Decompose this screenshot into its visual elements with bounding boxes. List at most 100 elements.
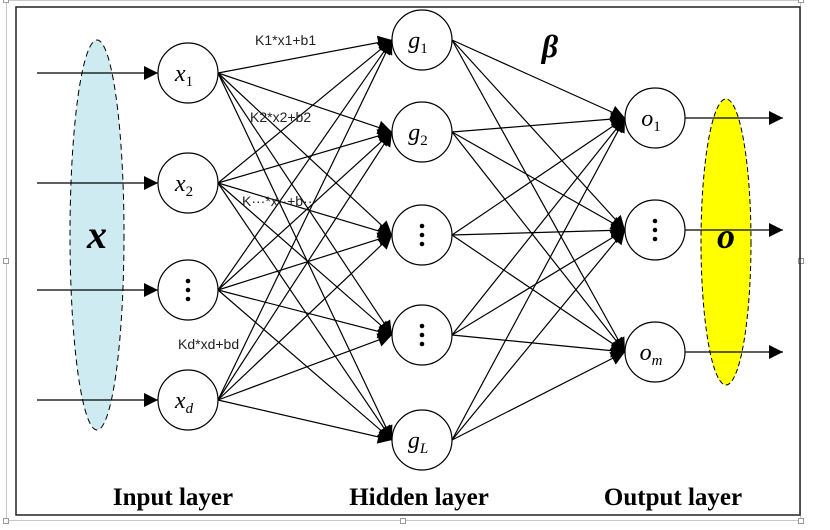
output-node-1-label: o1 bbox=[641, 106, 661, 135]
nodes: x1 x2 xd g1 g2 gL o1 om bbox=[157, 9, 686, 471]
edge-input2-hidden1 bbox=[217, 39, 393, 184]
hidden-node-2-label: g2 bbox=[408, 120, 428, 149]
edge-input3-hidden1 bbox=[217, 39, 393, 291]
output-node-2-ellipsis-dot bbox=[652, 236, 658, 242]
edge-input4-hidden2 bbox=[217, 131, 393, 401]
output-node-2-ellipsis-dot bbox=[652, 227, 658, 233]
hidden-node-4-ellipsis-dot bbox=[419, 332, 425, 338]
input-node-3-ellipsis-dot bbox=[185, 287, 191, 293]
edge-input3-hidden4 bbox=[217, 289, 393, 339]
edge-hidden3-output2 bbox=[451, 223, 626, 238]
weight-label-4: Kd*xd+bd bbox=[178, 336, 239, 352]
beta-label: β bbox=[541, 28, 559, 64]
hidden-node-3-ellipsis-dot bbox=[419, 232, 425, 238]
hidden-node-3 bbox=[391, 204, 453, 266]
resize-handle-bottom-right[interactable] bbox=[798, 518, 804, 524]
input-node-3 bbox=[157, 259, 219, 321]
edge-input2-hidden4 bbox=[217, 182, 393, 336]
edge-input3-hidden2 bbox=[217, 131, 393, 291]
resize-handle-top-left[interactable] bbox=[3, 0, 9, 3]
output-node-3-circle bbox=[624, 321, 686, 383]
input-node-1-label: x1 bbox=[174, 61, 193, 90]
input-vector-label: x bbox=[86, 212, 107, 257]
edge-hidden3-output1 bbox=[451, 117, 626, 236]
edge-input4-hidden3 bbox=[217, 234, 393, 401]
edge-input1-hidden3 bbox=[217, 72, 393, 236]
edge-input4-hidden1 bbox=[217, 39, 393, 401]
input-node-2-label: x2 bbox=[174, 171, 193, 200]
output-node-2 bbox=[624, 199, 686, 261]
edge-input2-hidden5 bbox=[217, 182, 393, 441]
edge-hidden4-output2 bbox=[451, 229, 626, 336]
input-node-3-ellipsis-dot bbox=[185, 278, 191, 284]
hidden-node-1-label: g1 bbox=[408, 28, 428, 57]
hidden-layer-label: Hidden layer bbox=[349, 484, 489, 511]
hidden-node-1: g1 bbox=[391, 9, 453, 71]
edge-hidden5-output1 bbox=[451, 117, 626, 441]
diagram-border bbox=[15, 6, 801, 516]
resize-handle-bottom-left[interactable] bbox=[3, 518, 9, 524]
input-layer-label: Input layer bbox=[113, 484, 233, 511]
hidden-node-2-circle bbox=[391, 101, 453, 163]
edge-hidden2-output1 bbox=[451, 112, 626, 133]
edge-input2-hidden3 bbox=[217, 182, 393, 238]
edge-hidden1-output3 bbox=[451, 39, 626, 353]
edge-hidden5-output3 bbox=[451, 351, 626, 441]
output-arrows bbox=[685, 111, 783, 359]
edge-hidden2-output3 bbox=[451, 131, 626, 353]
input-node-4-circle bbox=[157, 369, 219, 431]
hidden-node-4 bbox=[391, 304, 453, 366]
edge-input1-hidden4 bbox=[217, 72, 393, 336]
output-layer-label: Output layer bbox=[604, 484, 742, 511]
resize-handle-bottom-middle[interactable] bbox=[400, 518, 406, 524]
edge-input1-hidden5 bbox=[217, 72, 393, 441]
output-node-3-label: om bbox=[640, 340, 663, 369]
edge-hidden3-output3 bbox=[451, 234, 626, 353]
hidden-node-4-ellipsis-dot bbox=[419, 323, 425, 329]
edge-hidden2-output2 bbox=[451, 131, 626, 231]
hidden-output-edges bbox=[451, 39, 626, 441]
hidden-node-4-ellipsis-dot bbox=[419, 341, 425, 347]
input-vector-ellipse bbox=[69, 39, 125, 431]
edge-hidden5-output2 bbox=[451, 229, 626, 441]
input-node-1: x1 bbox=[157, 42, 219, 104]
weight-label-3: K···*x··+b··· bbox=[242, 193, 317, 209]
edge-input1-hidden2 bbox=[217, 72, 393, 135]
edge-hidden4-output3 bbox=[451, 334, 626, 358]
resize-handle-middle-right[interactable] bbox=[798, 258, 804, 264]
edge-input3-hidden3 bbox=[217, 232, 393, 291]
hidden-node-5-label: gL bbox=[408, 428, 428, 457]
hidden-node-3-ellipsis-dot bbox=[419, 241, 425, 247]
edge-input2-hidden2 bbox=[217, 129, 393, 184]
output-node-1-circle bbox=[624, 87, 686, 149]
output-node-2-ellipsis-dot bbox=[652, 218, 658, 224]
input-hidden-edges bbox=[217, 35, 393, 444]
output-vector-label: o bbox=[717, 216, 735, 256]
resize-handle-top-right[interactable] bbox=[798, 0, 804, 3]
edge-input4-hidden4 bbox=[217, 333, 393, 401]
edge-input1-hidden1 bbox=[217, 35, 393, 74]
hidden-node-5: gL bbox=[391, 409, 453, 471]
output-vector-ellipse bbox=[700, 98, 752, 386]
weight-label-2: K2*x2+b2 bbox=[250, 109, 311, 125]
edge-input4-hidden5 bbox=[217, 399, 393, 444]
edge-hidden4-output1 bbox=[451, 117, 626, 336]
input-node-4: xd bbox=[157, 369, 219, 431]
input-node-4-label: xd bbox=[174, 388, 194, 417]
input-node-1-circle bbox=[157, 42, 219, 104]
hidden-node-2: g2 bbox=[391, 101, 453, 163]
hidden-node-5-circle bbox=[391, 409, 453, 471]
edge-hidden1-output2 bbox=[451, 39, 626, 231]
output-node-1: o1 bbox=[624, 87, 686, 149]
resize-handle-middle-left[interactable] bbox=[3, 258, 9, 264]
hidden-node-3-ellipsis-dot bbox=[419, 223, 425, 229]
edge-input3-hidden5 bbox=[217, 289, 393, 441]
input-arrows bbox=[37, 66, 158, 407]
weight-label-1: K1*x1+b1 bbox=[255, 32, 316, 48]
edge-hidden1-output1 bbox=[451, 39, 626, 119]
input-node-3-ellipsis-dot bbox=[185, 296, 191, 302]
input-node-2: x2 bbox=[157, 152, 219, 214]
output-node-3: om bbox=[624, 321, 686, 383]
hidden-node-1-circle bbox=[391, 9, 453, 71]
